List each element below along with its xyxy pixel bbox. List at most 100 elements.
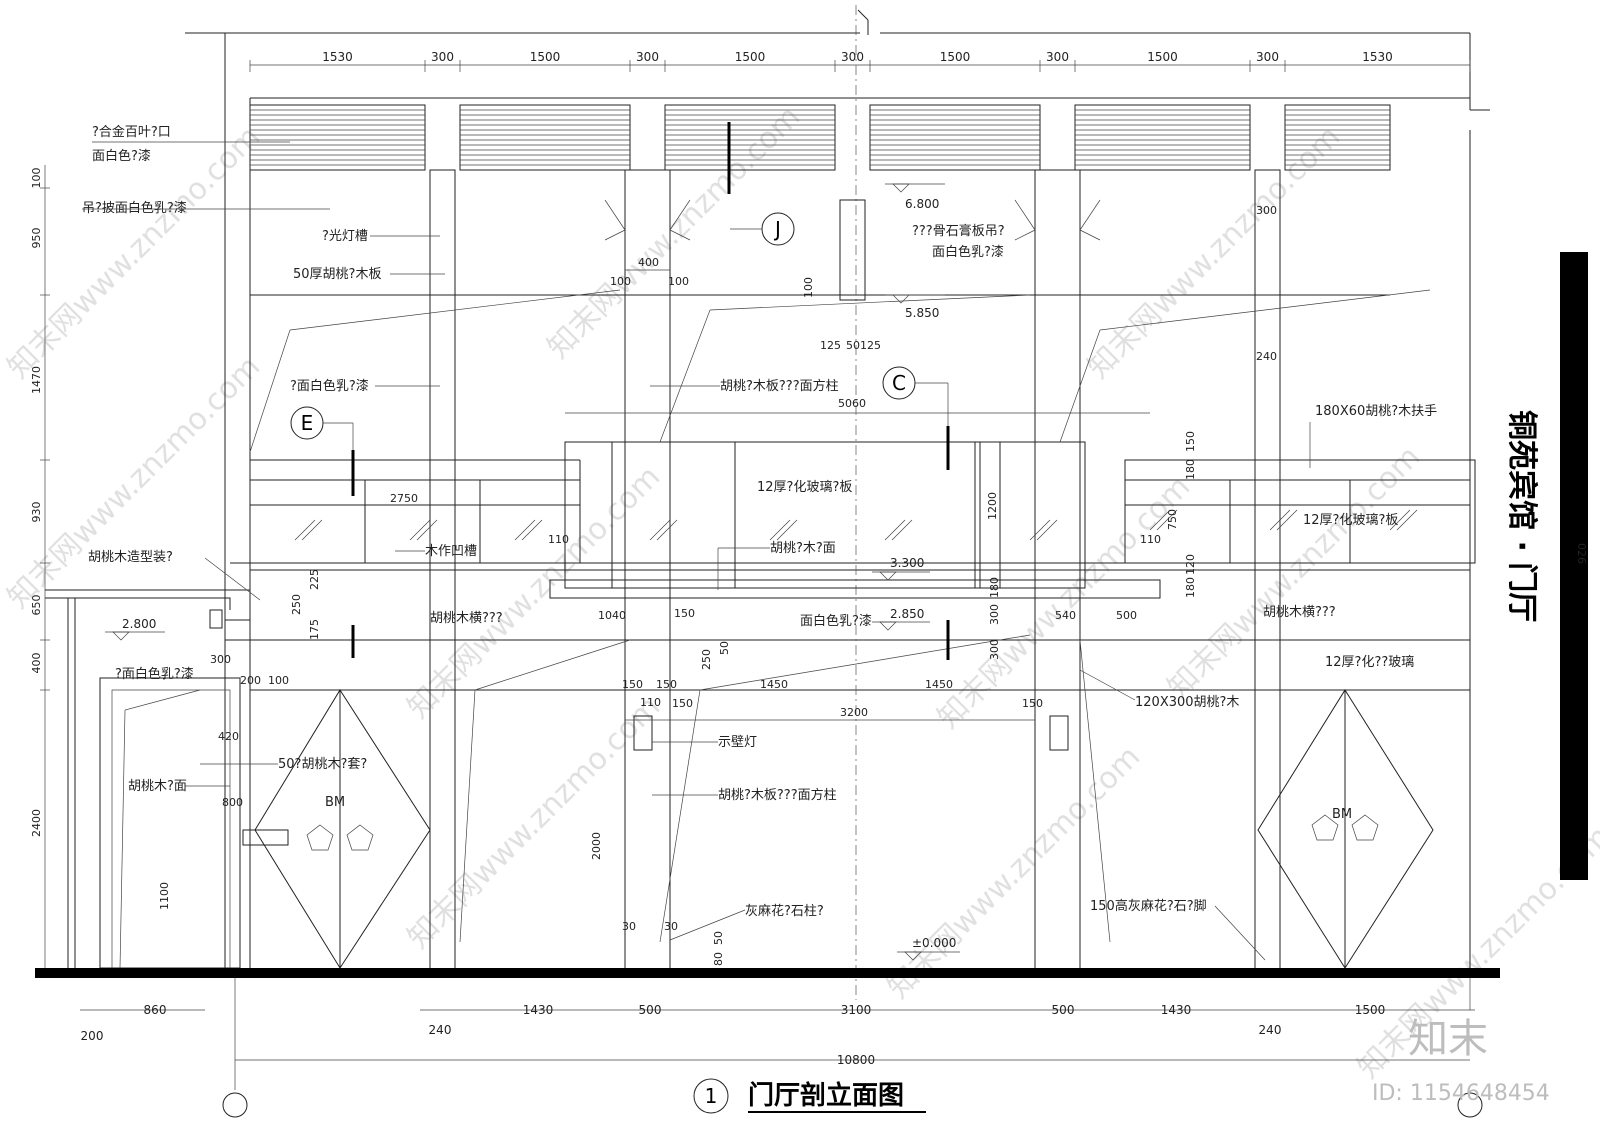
svg-text:150: 150 <box>622 678 643 691</box>
louver-bay <box>1074 104 1251 171</box>
door-left <box>99 677 431 969</box>
level-2850: 2.850 <box>872 607 930 631</box>
svg-text:12厚?化玻璃?板: 12厚?化玻璃?板 <box>757 480 852 495</box>
louver-bay <box>869 104 1041 171</box>
top-dim-label: 1530 <box>1362 50 1393 64</box>
svg-text:860: 860 <box>144 1003 167 1017</box>
svg-text:300: 300 <box>210 653 231 666</box>
watermark-text: 知末网www.znzmo.com <box>881 739 1147 1005</box>
svg-text:100: 100 <box>268 674 289 687</box>
structure-lines <box>185 5 1490 1000</box>
svg-text:?合金百叶?口: ?合金百叶?口 <box>92 124 171 140</box>
svg-text:±0.000: ±0.000 <box>912 936 956 950</box>
svg-text:1200: 1200 <box>986 492 999 520</box>
svg-text:C: C <box>892 371 906 395</box>
svg-text:1: 1 <box>705 1084 718 1108</box>
top-dim-label: 300 <box>1256 50 1279 64</box>
svg-text:?面白色乳?漆: ?面白色乳?漆 <box>115 666 194 682</box>
svg-text:50: 50 <box>712 931 725 945</box>
top-dim-label: 300 <box>431 50 454 64</box>
svg-text:胡桃木造型装?: 胡桃木造型装? <box>88 550 173 565</box>
svg-text:200: 200 <box>240 674 261 687</box>
door-right <box>1257 689 1434 969</box>
svg-text:650: 650 <box>30 595 43 616</box>
louver-bays <box>249 104 1391 171</box>
svg-text:6.800: 6.800 <box>905 197 939 211</box>
top-dim-label: 300 <box>841 50 864 64</box>
louver-bay <box>249 104 426 171</box>
brand-logo: 知末 <box>1408 1016 1488 1062</box>
svg-text:2400: 2400 <box>30 809 43 837</box>
level-0000: ±0.000 <box>897 936 960 961</box>
svg-text:125: 125 <box>860 339 881 352</box>
svg-text:125: 125 <box>820 339 841 352</box>
svg-text:100: 100 <box>802 277 815 298</box>
svg-text:胡桃?木?面: 胡桃?木?面 <box>770 541 836 556</box>
svg-text:150: 150 <box>1184 431 1197 452</box>
svg-text:胡桃?木板???面方柱: 胡桃?木板???面方柱 <box>718 787 837 803</box>
svg-text:面白色乳?漆: 面白色乳?漆 <box>800 613 872 629</box>
svg-text:225: 225 <box>308 569 321 590</box>
svg-text:50厚胡桃?木板: 50厚胡桃?木板 <box>293 267 381 282</box>
svg-text:面白色?漆: 面白色?漆 <box>92 148 151 164</box>
louver-bay <box>459 104 631 171</box>
svg-text:180: 180 <box>988 577 1001 598</box>
svg-text:180: 180 <box>1184 459 1197 480</box>
svg-text:胡桃?木板???面方柱: 胡桃?木板???面方柱 <box>720 378 839 394</box>
svg-text:180X60胡桃?木扶手: 180X60胡桃?木扶手 <box>1315 404 1437 419</box>
top-dim-label: 1530 <box>322 50 353 64</box>
svg-text:胡桃木横???: 胡桃木横??? <box>430 611 503 626</box>
svg-text:BM: BM <box>1332 807 1352 822</box>
wall-lamps <box>633 715 1069 751</box>
level-6800: 6.800 <box>885 183 945 211</box>
annotations: ?合金百叶?口 面白色?漆 吊?披面白色乳?漆 ?光灯槽 50厚胡桃?木板 ?面… <box>82 124 1437 961</box>
svg-text:930: 930 <box>30 502 43 523</box>
top-dim-label: 1500 <box>530 50 561 64</box>
svg-text:250: 250 <box>700 649 713 670</box>
svg-text:???骨石膏板吊?: ???骨石膏板吊? <box>912 223 1005 239</box>
svg-text:门厅剖立面图: 门厅剖立面图 <box>748 1080 904 1111</box>
svg-text:100: 100 <box>668 275 689 288</box>
glass-hatch <box>294 509 1418 541</box>
svg-text:胡桃木横???: 胡桃木横??? <box>1263 605 1336 620</box>
svg-text:灰麻花?石柱?: 灰麻花?石柱? <box>745 903 824 919</box>
svg-text:540: 540 <box>1055 609 1076 622</box>
level-2800: 2.800 <box>105 617 165 641</box>
svg-text:240: 240 <box>429 1023 452 1037</box>
svg-text:750: 750 <box>1166 509 1179 530</box>
drawing-title: 1 门厅剖立面图 <box>693 1078 926 1114</box>
svg-text:BM: BM <box>325 795 345 810</box>
grid-axis-bubble <box>1457 1092 1483 1118</box>
watermark-text: 知末网www.znzmo.com <box>1081 119 1347 385</box>
top-dim-label: 1500 <box>735 50 766 64</box>
svg-text:110: 110 <box>640 696 661 709</box>
svg-text:10800: 10800 <box>837 1053 875 1067</box>
svg-text:120X300胡桃?木: 120X300胡桃?木 <box>1135 695 1239 710</box>
level-5850: 5.850 <box>885 294 945 320</box>
svg-text:1100: 1100 <box>158 882 171 910</box>
svg-text:1470: 1470 <box>30 366 43 394</box>
svg-text:800: 800 <box>222 796 243 809</box>
svg-text:E: E <box>301 411 314 435</box>
svg-text:300: 300 <box>988 604 1001 625</box>
marker-c: C <box>882 366 949 426</box>
top-dim-label: 1500 <box>940 50 971 64</box>
svg-text:200: 200 <box>81 1029 104 1043</box>
svg-text:2.850: 2.850 <box>890 607 924 621</box>
svg-text:1430: 1430 <box>523 1003 554 1017</box>
svg-text:50: 50 <box>846 339 860 352</box>
svg-text:50?胡桃木?套?: 50?胡桃木?套? <box>278 756 367 772</box>
section-cut-marks <box>351 122 950 660</box>
svg-text:50: 50 <box>718 641 731 655</box>
level-markers: 6.800 5.850 3.300 2.850 2.800 ±0.000 <box>105 183 960 961</box>
left-wing <box>45 562 251 968</box>
side-title-block: 铜苑宾馆 · 门厅 026 <box>1504 252 1588 880</box>
svg-text:1450: 1450 <box>760 678 788 691</box>
svg-text:175: 175 <box>308 619 321 640</box>
svg-text:100: 100 <box>30 168 43 189</box>
svg-text:100: 100 <box>610 275 631 288</box>
svg-text:吊?披面白色乳?漆: 吊?披面白色乳?漆 <box>82 200 187 216</box>
svg-text:5.850: 5.850 <box>905 306 939 320</box>
svg-text:120: 120 <box>1184 554 1197 575</box>
